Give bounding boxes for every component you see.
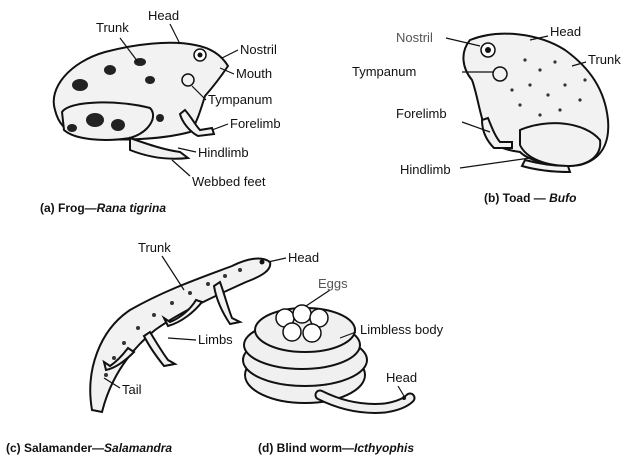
toad-label-trunk: Trunk xyxy=(588,52,621,67)
frog-label-head: Head xyxy=(148,8,179,23)
toad-label-tympanum: Tympanum xyxy=(352,64,416,79)
toad-caption: (b) Toad — Bufo xyxy=(484,191,576,205)
salamander-label-limbs: Limbs xyxy=(198,332,233,347)
salamander-label-tail: Tail xyxy=(122,382,142,397)
frog-label-hindlimb: Hindlimb xyxy=(198,145,249,160)
frog-label-mouth: Mouth xyxy=(236,66,272,81)
salamander-caption: (c) Salamander—Salamandra xyxy=(6,441,172,455)
blindworm-label-eggs: Eggs xyxy=(318,276,348,291)
blindworm-label-head: Head xyxy=(386,370,417,385)
salamander-label-head: Head xyxy=(288,250,319,265)
frog-label-webbed-feet: Webbed feet xyxy=(192,174,266,189)
toad-label-nostril: Nostril xyxy=(396,30,433,45)
salamander-label-trunk: Trunk xyxy=(138,240,171,255)
blindworm-caption: (d) Blind worm—Icthyophis xyxy=(258,441,414,455)
frog-illustration xyxy=(54,43,228,159)
toad-illustration xyxy=(463,34,608,172)
salamander-illustration xyxy=(90,259,270,412)
toad-label-forelimb: Forelimb xyxy=(396,106,447,121)
blindworm-label-limbless-body: Limbless body xyxy=(360,322,444,337)
blindworm-illustration xyxy=(243,305,410,408)
frog-label-tympanum: Tympanum xyxy=(208,92,272,107)
frog-label-forelimb: Forelimb xyxy=(230,116,281,131)
frog-caption: (a) Frog—Rana tigrina xyxy=(40,201,166,215)
frog-label-trunk: Trunk xyxy=(96,20,129,35)
frog-label-nostril: Nostril xyxy=(240,42,277,57)
toad-label-head: Head xyxy=(550,24,581,39)
toad-label-hindlimb: Hindlimb xyxy=(400,162,451,177)
